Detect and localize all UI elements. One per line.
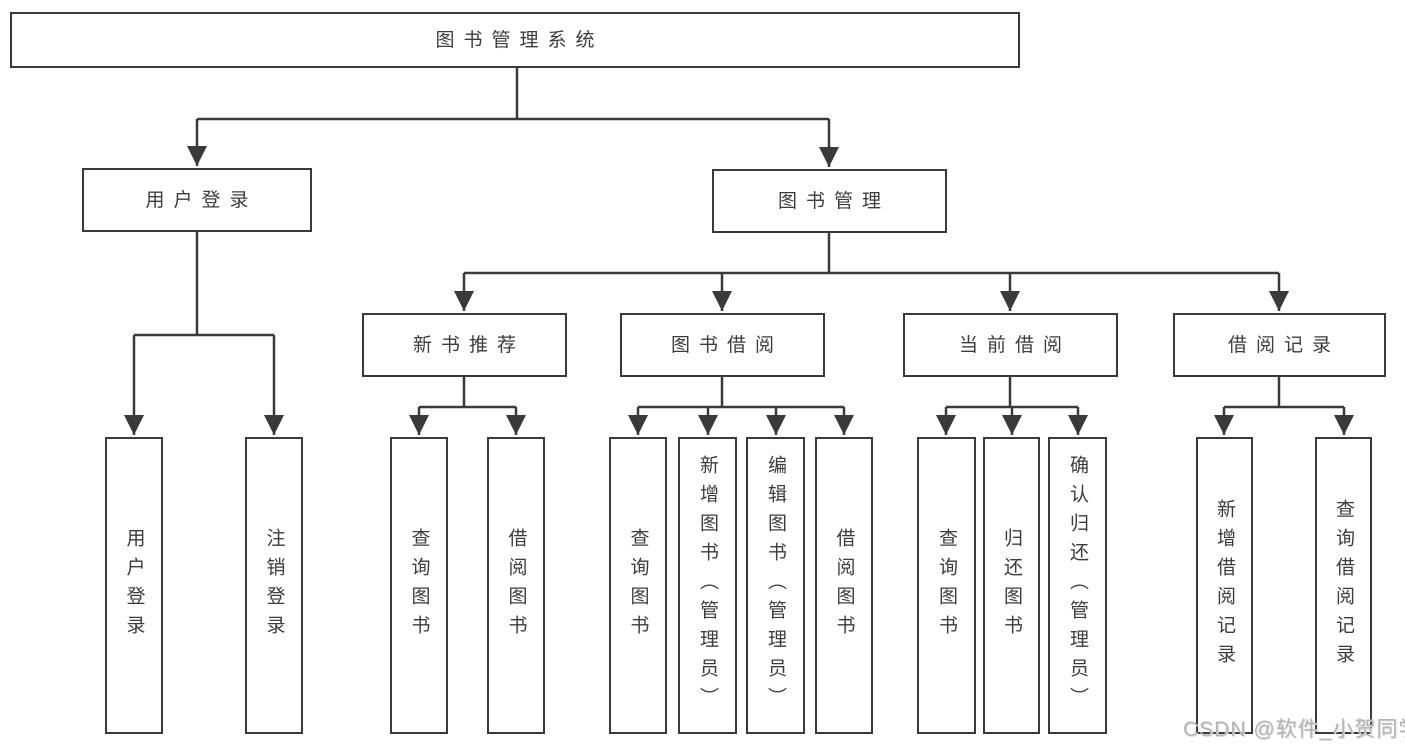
leaf-nbr-borrow-books: 借阅图书 xyxy=(487,437,545,734)
leaf-nbr-query-books-label: 查询图书 xyxy=(408,527,430,644)
leaf-bb-edit-books-admin-label: 编辑图书（管理员） xyxy=(765,455,786,716)
leaf-logout-label: 注销登录 xyxy=(263,527,285,644)
node-user-login-label: 用户登录 xyxy=(145,189,258,211)
leaf-user-login-label: 用户登录 xyxy=(123,527,145,644)
leaf-bb-edit-books-admin: 编辑图书（管理员） xyxy=(746,437,805,734)
node-book-management: 图书管理 xyxy=(712,169,947,233)
leaf-br-query-record-label: 查询借阅记录 xyxy=(1333,498,1354,673)
leaf-cb-return-books-label: 归还图书 xyxy=(1001,527,1022,644)
leaf-cb-confirm-return-admin-label: 确认归还（管理员） xyxy=(1067,455,1088,716)
leaf-bb-add-books-admin: 新增图书（管理员） xyxy=(678,437,737,734)
leaf-cb-query-books-label: 查询图书 xyxy=(936,527,957,644)
node-book-borrowing: 图书借阅 xyxy=(620,313,825,377)
node-current-borrowing: 当前借阅 xyxy=(903,313,1118,377)
leaf-cb-confirm-return-admin: 确认归还（管理员） xyxy=(1048,437,1107,734)
leaf-br-query-record: 查询借阅记录 xyxy=(1315,437,1372,734)
leaf-br-add-record-label: 新增借阅记录 xyxy=(1214,498,1235,673)
node-root-label: 图书管理系统 xyxy=(435,29,604,51)
leaf-cb-query-books: 查询图书 xyxy=(917,437,976,734)
leaf-bb-query-books: 查询图书 xyxy=(609,437,667,734)
node-book-borrowing-label: 图书借阅 xyxy=(670,334,783,356)
leaf-nbr-query-books: 查询图书 xyxy=(390,437,448,734)
node-root: 图书管理系统 xyxy=(10,12,1020,68)
leaf-nbr-borrow-books-label: 借阅图书 xyxy=(505,527,527,644)
node-user-login: 用户登录 xyxy=(82,168,312,232)
node-current-borrowing-label: 当前借阅 xyxy=(958,334,1071,356)
node-book-management-label: 图书管理 xyxy=(777,190,890,212)
leaf-logout: 注销登录 xyxy=(245,437,303,734)
leaf-bb-query-books-label: 查询图书 xyxy=(627,527,649,644)
node-borrowing-records: 借阅记录 xyxy=(1173,313,1386,377)
leaf-cb-return-books: 归还图书 xyxy=(983,437,1040,734)
leaf-bb-add-books-admin-label: 新增图书（管理员） xyxy=(697,455,718,716)
node-borrowing-records-label: 借阅记录 xyxy=(1227,334,1340,356)
node-new-book-recommendation-label: 新书推荐 xyxy=(412,334,525,356)
leaf-user-login: 用户登录 xyxy=(105,437,163,734)
leaf-bb-borrow-books: 借阅图书 xyxy=(815,437,873,734)
csdn-watermark: CSDN @软件_小贺同学 xyxy=(1183,718,1405,741)
leaf-br-add-record: 新增借阅记录 xyxy=(1196,437,1253,734)
node-new-book-recommendation: 新书推荐 xyxy=(362,313,567,377)
leaf-bb-borrow-books-label: 借阅图书 xyxy=(833,527,855,644)
